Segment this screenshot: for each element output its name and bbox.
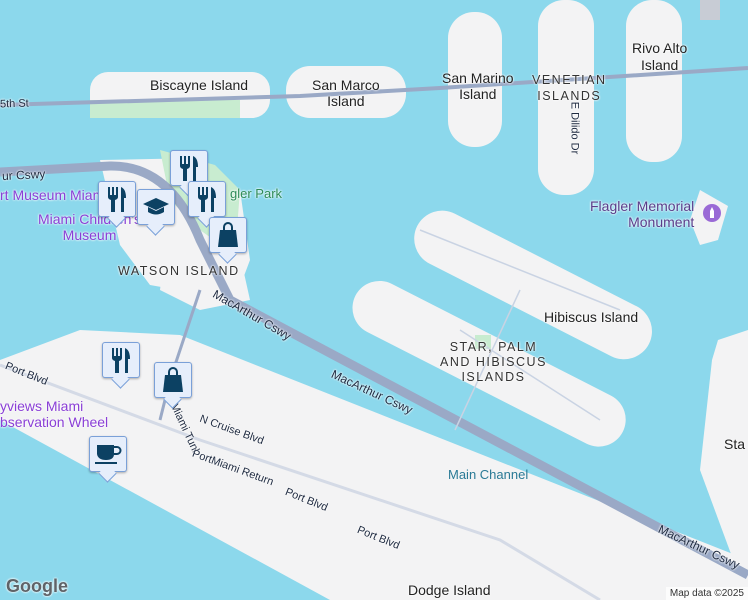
label-flagler-monument: Flagler Memorial Monument [590, 198, 695, 230]
label-venetian: VENETIAN ISLANDS [532, 73, 607, 103]
label-dodge-island: Dodge Island [408, 582, 491, 598]
restaurant-pin[interactable] [98, 181, 136, 217]
label-e-dilido: E Dilido Dr [568, 101, 581, 155]
label-san-marco: San Marco Island [312, 77, 380, 109]
restaurant-icon [112, 348, 130, 373]
shopping-pin[interactable] [209, 217, 247, 253]
label-macarthur-top: ur Cswy [1, 166, 46, 184]
google-logo: Google [6, 576, 68, 596]
restaurant-icon [198, 187, 216, 212]
restaurant-pin[interactable] [170, 150, 208, 186]
label-rivo-alto: Rivo Alto Island [632, 40, 688, 73]
restaurant-icon [108, 187, 126, 212]
label-star-palm: STAR, PALM AND HIBISCUS ISLANDS [440, 340, 547, 384]
monument-icon[interactable] [702, 203, 722, 223]
restaurant-pin[interactable] [102, 342, 140, 378]
label-main-channel: Main Channel [448, 467, 529, 482]
school-pin[interactable] [137, 189, 175, 225]
map-attribution[interactable]: Map data ©2025 [665, 587, 748, 600]
label-san-marino: San Marino Island [442, 70, 514, 102]
restaurant-icon [180, 156, 198, 181]
buildings [700, 0, 720, 20]
roads [0, 66, 748, 600]
shopping-icon [163, 367, 183, 392]
label-flagler-park: gler Park [230, 186, 283, 201]
shopping-icon [218, 222, 238, 247]
label-port-museum: rt Museum Miam [0, 187, 105, 203]
label-skyviews: yviews Miami bservation Wheel [0, 398, 109, 430]
restaurant-pin[interactable] [188, 181, 226, 217]
label-hibiscus-island: Hibiscus Island [544, 309, 639, 325]
cafe-icon [95, 445, 122, 464]
school-icon [143, 198, 169, 215]
label-star-edge: Sta [724, 436, 746, 452]
label-biscayne-island: Biscayne Island [150, 77, 249, 93]
cafe-pin[interactable] [89, 436, 127, 472]
label-watson-island: WATSON ISLAND [118, 264, 240, 278]
shopping-pin[interactable] [154, 362, 192, 398]
label-5th-st: 5th St [0, 97, 29, 111]
